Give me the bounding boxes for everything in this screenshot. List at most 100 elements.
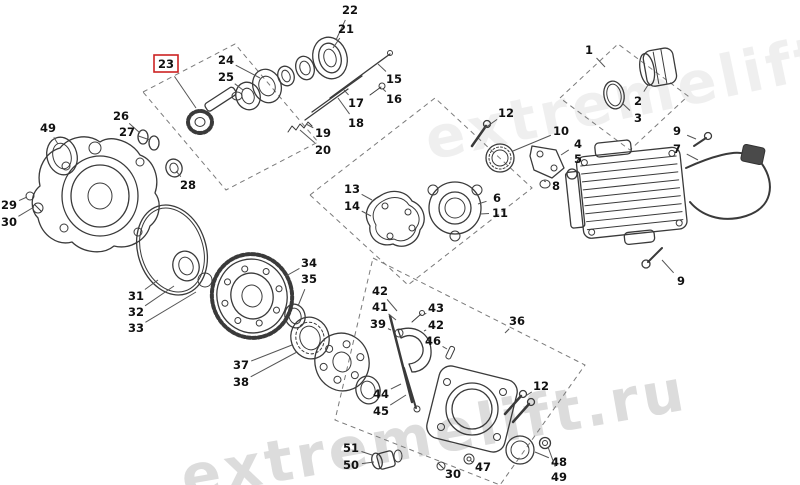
cover-bolts-drawing	[503, 389, 536, 424]
svg-text:37: 37	[233, 358, 249, 372]
callout-26: 26	[113, 109, 141, 134]
svg-text:11: 11	[492, 206, 508, 220]
svg-text:51: 51	[343, 441, 359, 455]
callout-30: 30	[1, 206, 35, 229]
callout-22: 22	[335, 3, 358, 41]
svg-text:39: 39	[370, 317, 386, 331]
seal-drawing	[46, 136, 78, 176]
shafts-and-spring-drawing	[287, 50, 393, 133]
oring-large-drawing	[136, 204, 208, 296]
pinion-washer-drawing	[165, 158, 183, 178]
svg-text:3: 3	[634, 111, 642, 125]
svg-text:13: 13	[344, 182, 360, 196]
output-seal-drawing	[505, 435, 535, 465]
svg-text:30: 30	[1, 215, 17, 229]
svg-text:16: 16	[386, 92, 402, 106]
svg-text:36: 36	[509, 314, 525, 328]
svg-text:38: 38	[233, 375, 249, 389]
coupler-oring-drawing	[603, 80, 625, 110]
svg-text:6: 6	[493, 191, 501, 205]
svg-text:25: 25	[218, 70, 234, 84]
callout-34: 34	[285, 256, 317, 277]
subassembly-box-pinion	[142, 43, 319, 191]
svg-text:8: 8	[552, 179, 560, 193]
callout-31: 31	[128, 279, 159, 303]
carrier-bearing-drawing	[290, 316, 330, 360]
callout-25: 25	[218, 70, 244, 91]
callout-39: 39	[370, 317, 392, 331]
input-bearing-drawing	[485, 143, 515, 173]
callout-13: 13	[344, 182, 373, 201]
pinion-gear-drawing	[186, 86, 243, 135]
callout-8: 8	[543, 179, 560, 193]
callout-32: 32	[128, 285, 175, 319]
callout-46: 46	[425, 334, 448, 350]
svg-text:49: 49	[551, 470, 567, 484]
callout-49: 49	[547, 446, 567, 484]
callout-15: 15	[377, 63, 402, 86]
callout-12: 12	[523, 379, 549, 398]
svg-text:46: 46	[425, 334, 441, 348]
callout-42: 42	[372, 284, 398, 312]
callout-1: 1	[585, 43, 606, 68]
svg-text:44: 44	[373, 387, 389, 401]
callout-11: 11	[479, 206, 508, 220]
callout-27: 27	[119, 125, 151, 141]
snap-ring-drawing	[197, 272, 213, 288]
subassembly-box-bearing-carrier	[309, 97, 533, 286]
callout-43: 43	[422, 301, 444, 316]
svg-text:4: 4	[574, 137, 582, 151]
callout-33: 33	[128, 291, 197, 335]
callout-45: 45	[373, 394, 407, 418]
callout-6: 6	[477, 191, 501, 205]
svg-text:33: 33	[128, 321, 144, 335]
svg-text:22: 22	[342, 3, 358, 17]
svg-text:23: 23	[158, 57, 174, 71]
callout-12: 12	[484, 106, 514, 129]
callout-7: 7	[673, 142, 699, 161]
callout-21: 21	[332, 22, 354, 49]
ring-gear-drawing	[209, 252, 295, 340]
svg-text:28: 28	[180, 178, 196, 192]
subassembly-box-coupler	[559, 43, 689, 151]
callout-3: 3	[621, 102, 642, 125]
bracket-drawing	[529, 145, 565, 179]
svg-text:19: 19	[315, 126, 331, 140]
shift-fork-drawing	[388, 310, 456, 413]
callout-36: 36	[504, 314, 525, 334]
svg-text:49: 49	[40, 121, 56, 135]
coupler-drawing	[639, 47, 678, 87]
screw-drawing	[641, 131, 713, 269]
spacer-drawing	[137, 129, 160, 151]
svg-text:45: 45	[373, 404, 389, 418]
svg-text:26: 26	[113, 109, 129, 123]
callout-37: 37	[233, 344, 293, 372]
svg-text:10: 10	[553, 124, 569, 138]
svg-text:18: 18	[348, 116, 364, 130]
callout-20: 20	[299, 129, 331, 157]
callout-14: 14	[344, 199, 372, 217]
svg-text:30: 30	[445, 467, 461, 481]
svg-text:7: 7	[673, 142, 681, 156]
small-washer-drawing	[463, 453, 475, 465]
callout-41: 41	[372, 300, 397, 321]
callout-5: 5	[572, 152, 582, 170]
svg-text:41: 41	[372, 300, 388, 314]
callout-49: 49	[40, 121, 59, 145]
callout-51: 51	[343, 441, 373, 456]
callout-2: 2	[634, 84, 649, 108]
svg-text:31: 31	[128, 289, 144, 303]
actuator-motor-drawing	[564, 139, 688, 246]
svg-text:20: 20	[315, 143, 331, 157]
callout-19: 19	[305, 123, 331, 140]
rear-cover-drawing	[426, 365, 518, 453]
callout-9: 9	[661, 259, 685, 288]
callout-47: 47	[470, 460, 491, 474]
callout-38: 38	[233, 351, 298, 389]
svg-text:9: 9	[677, 274, 685, 288]
svg-text:47: 47	[475, 460, 491, 474]
svg-text:24: 24	[218, 53, 234, 67]
callout-18: 18	[337, 97, 364, 130]
